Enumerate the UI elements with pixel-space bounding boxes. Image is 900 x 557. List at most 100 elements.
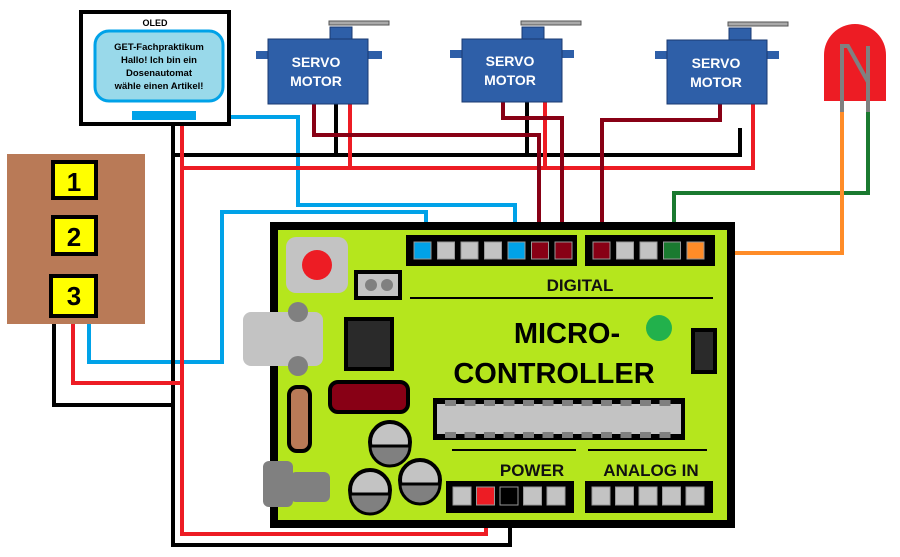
ic-pin bbox=[523, 400, 534, 406]
servo-tab-left bbox=[256, 51, 270, 59]
status-led bbox=[646, 315, 672, 341]
capacitor bbox=[368, 420, 412, 468]
oled-line-3: Dosenautomat bbox=[126, 68, 193, 79]
capacitor bbox=[398, 458, 442, 506]
reset-button[interactable] bbox=[302, 250, 332, 280]
servo-horn bbox=[727, 21, 789, 27]
board-title-line-1: MICRO- bbox=[514, 318, 620, 350]
analog-pin[interactable] bbox=[615, 486, 634, 506]
wire-servo1-signal bbox=[312, 104, 541, 250]
keypad: 1 2 3 bbox=[7, 154, 145, 324]
ic-pin bbox=[659, 400, 671, 406]
oled-screen bbox=[93, 29, 225, 103]
ic-pin bbox=[542, 432, 554, 438]
crystal bbox=[328, 380, 410, 414]
digital-pin[interactable] bbox=[639, 241, 658, 260]
analog-pin[interactable] bbox=[591, 486, 611, 506]
servo-hub bbox=[329, 26, 353, 40]
icsp-pin bbox=[381, 279, 393, 291]
servo-label-1: SERVO bbox=[692, 55, 741, 71]
digital-pin[interactable] bbox=[531, 241, 549, 260]
servo-label-1: SERVO bbox=[292, 54, 341, 70]
ic-pin bbox=[562, 400, 573, 406]
wire-servo3-signal bbox=[600, 104, 722, 250]
digital-pin[interactable] bbox=[460, 241, 479, 260]
servo-body bbox=[267, 38, 369, 105]
analog-pin[interactable] bbox=[685, 486, 705, 506]
digital-pin[interactable] bbox=[663, 241, 681, 260]
ic-pin bbox=[581, 400, 593, 406]
key-1[interactable] bbox=[51, 160, 98, 200]
servo-hub bbox=[521, 26, 545, 40]
digital-pin[interactable] bbox=[554, 241, 573, 260]
ic-pin bbox=[659, 432, 671, 438]
digital-pin[interactable] bbox=[413, 241, 432, 260]
power-pin[interactable] bbox=[546, 486, 566, 506]
analog-label: ANALOG IN bbox=[603, 461, 698, 480]
servo-motor-2: SERVO MOTOR bbox=[450, 20, 582, 103]
power-pin[interactable] bbox=[476, 486, 495, 506]
ic-pin bbox=[542, 400, 554, 406]
analog-pin[interactable] bbox=[638, 486, 658, 506]
wire-keypad-vcc bbox=[71, 322, 182, 385]
servo-tab-right bbox=[560, 50, 574, 58]
power-pin[interactable] bbox=[523, 486, 542, 506]
servo-horn bbox=[328, 20, 390, 26]
ic-pin bbox=[601, 432, 612, 438]
ic-pin bbox=[601, 400, 612, 406]
analog-pin[interactable] bbox=[662, 486, 681, 506]
power-jack-base bbox=[263, 461, 293, 507]
servo-body bbox=[461, 38, 563, 103]
servo-label-2: MOTOR bbox=[484, 72, 536, 88]
key-2-label: 2 bbox=[67, 222, 81, 252]
ic-pin bbox=[620, 432, 632, 438]
digital-pin[interactable] bbox=[616, 241, 634, 260]
key-3-label: 3 bbox=[67, 281, 81, 311]
main-ic bbox=[433, 398, 685, 440]
power-label: POWER bbox=[500, 461, 564, 480]
digital-pin[interactable] bbox=[484, 241, 502, 260]
icsp-pin bbox=[365, 279, 377, 291]
ic-pin bbox=[581, 432, 593, 438]
usb-connector bbox=[243, 312, 323, 366]
digital-pin[interactable] bbox=[686, 241, 705, 260]
oled-title: OLED bbox=[142, 18, 168, 28]
led-filament bbox=[840, 44, 870, 112]
key-1-label: 1 bbox=[67, 167, 81, 197]
power-pin[interactable] bbox=[499, 486, 519, 506]
usb-screw bbox=[288, 356, 308, 376]
digital-pin[interactable] bbox=[507, 241, 526, 260]
servo-tab-right bbox=[368, 51, 382, 59]
power-header bbox=[446, 481, 574, 513]
servo-motor-1: SERVO MOTOR bbox=[256, 20, 390, 105]
digital-pin[interactable] bbox=[592, 241, 611, 260]
digital-header-left bbox=[406, 235, 577, 266]
servo-motor-3: SERVO MOTOR bbox=[655, 21, 789, 105]
microcontroller-board: DIGITAL MICRO- CONTROLLER POWER ANALOG I… bbox=[243, 222, 735, 528]
power-pin[interactable] bbox=[452, 486, 472, 506]
servo-label-1: SERVO bbox=[486, 53, 535, 69]
wires bbox=[52, 102, 870, 547]
digital-pin[interactable] bbox=[437, 241, 455, 260]
led bbox=[824, 24, 886, 112]
board-body bbox=[270, 222, 735, 528]
ic-pin bbox=[445, 432, 456, 438]
ic-pin bbox=[484, 400, 495, 406]
servo-label-2: MOTOR bbox=[690, 74, 742, 90]
oled-line-2: Hallo! Ich bin ein bbox=[121, 55, 197, 66]
key-3[interactable] bbox=[49, 274, 98, 318]
digital-header-right bbox=[585, 235, 715, 266]
wire-keypad-data bbox=[87, 210, 428, 364]
ic-pin bbox=[640, 400, 651, 406]
oled-line-4: wähle einen Artikel! bbox=[114, 81, 204, 92]
power-jack-barrel bbox=[290, 472, 330, 502]
key-2[interactable] bbox=[51, 215, 98, 256]
fuse bbox=[287, 385, 312, 453]
wire-oled-data bbox=[195, 115, 517, 250]
wire-vcc-bus bbox=[182, 104, 755, 170]
servo-tab-left bbox=[655, 51, 669, 59]
analog-in-header bbox=[585, 481, 713, 513]
oled-display: OLED GET-Fachpraktikum Hallo! Ich bin ei… bbox=[79, 10, 231, 126]
oled-line-1: GET-Fachpraktikum bbox=[114, 42, 204, 53]
